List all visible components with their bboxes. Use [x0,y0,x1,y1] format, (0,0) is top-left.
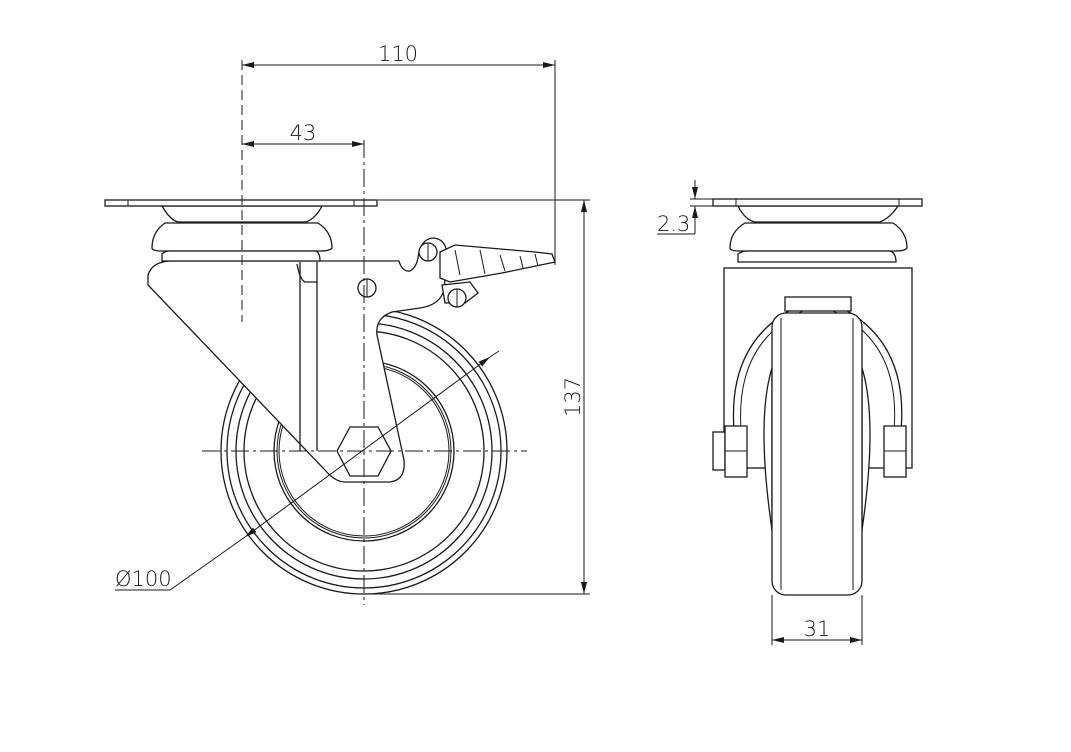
dimension-137-label: 137 [561,377,585,417]
axle-nut-front [712,425,907,478]
front-view [712,198,923,596]
fork-body [147,237,448,483]
swivel-head [104,199,378,262]
dimension-110-label: 110 [378,42,418,66]
dimension-diameter-label: Ø100 [115,567,172,591]
dimension-plate-thickness: 2.3 [657,180,713,236]
dimension-31-label: 31 [804,617,831,641]
wheel-front [771,312,863,596]
side-view [104,60,556,605]
dimension-137: 137 [364,199,590,595]
dimension-110: 110 [242,42,556,265]
dimension-43: 43 [242,121,364,147]
dimension-2-3-label: 2.3 [657,212,690,236]
screw-icon [357,242,467,308]
dimension-diameter: Ø100 [115,350,500,591]
dimension-43-label: 43 [290,121,317,145]
dimension-31: 31 [771,595,863,645]
